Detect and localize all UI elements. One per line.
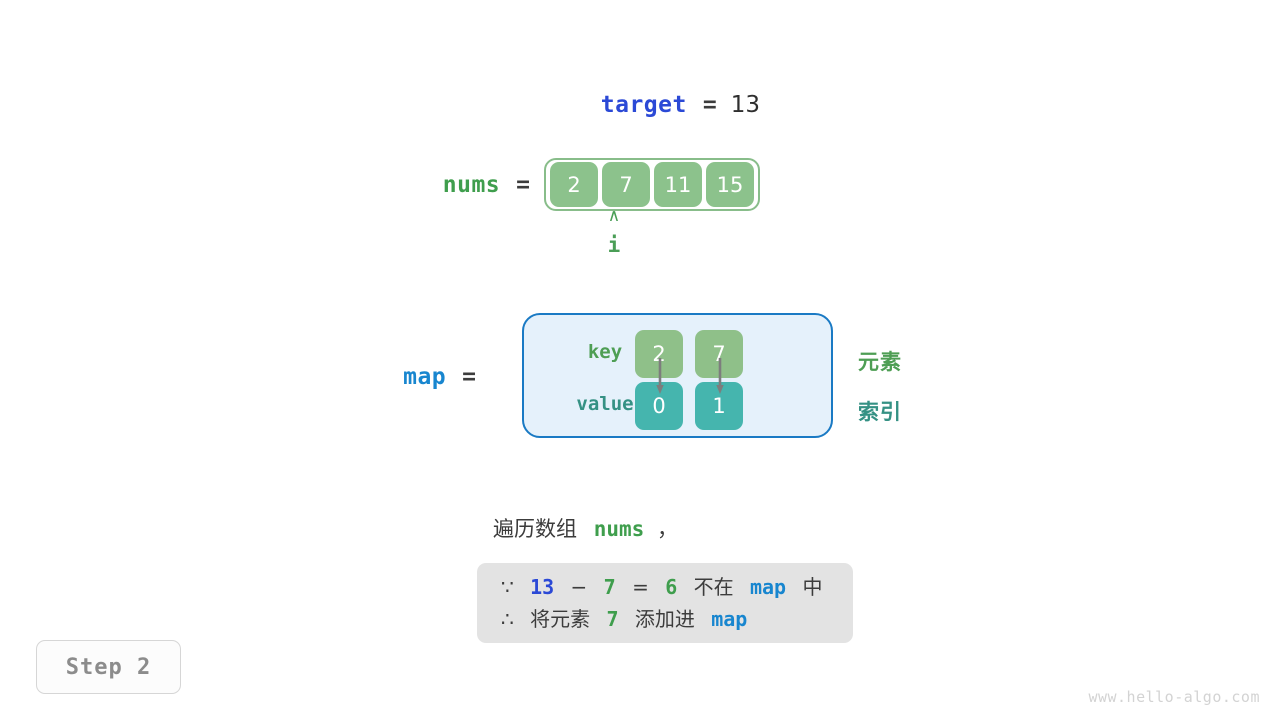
map-side-labels: 元素 索引 — [858, 337, 902, 437]
nums-equals-sign: = — [516, 171, 530, 198]
because-symbol-icon: ∵ — [501, 574, 514, 599]
map-variable-label: map — [403, 364, 447, 390]
nums-cell: 2 — [550, 162, 598, 207]
target-equals-sign: = — [702, 92, 717, 118]
map-label-row: map = — [330, 364, 490, 390]
reason-box: ∵ 13 − 7 = 6 不在 map 中 ∴ 将元素 7 添加进 map — [477, 563, 853, 643]
map-entry-column: 7 1 — [695, 330, 743, 430]
target-variable-label: target — [600, 92, 687, 118]
step-badge-label: Step 2 — [65, 654, 152, 680]
map-key-cell: 7 — [695, 330, 743, 378]
caret-up-icon: ∧ — [607, 206, 621, 226]
nums-cell: 7 — [602, 162, 650, 207]
reason2-text-start: 将元素 — [530, 606, 591, 631]
reason2-num: 7 — [606, 606, 619, 631]
caption-text: 遍历数组 nums ， — [493, 513, 678, 543]
index-pointer: ∧ i — [591, 206, 637, 257]
nums-row: nums = 2 7 11 15 — [0, 158, 760, 211]
reason-operand-b: 7 — [603, 574, 616, 599]
nums-variable-label: nums — [442, 171, 501, 198]
caption-prefix: 遍历数组 — [493, 517, 577, 541]
watermark: www.hello-algo.com — [1088, 688, 1260, 706]
map-value-cell: 0 — [635, 382, 683, 430]
reason-text-mid: 不在 — [693, 574, 734, 599]
caption-code: nums — [593, 517, 645, 541]
caption-suffix: ， — [656, 517, 678, 541]
reason-equals-sign: = — [632, 574, 649, 599]
reason-minus-sign: − — [570, 574, 588, 599]
map-equals-sign: = — [462, 364, 476, 390]
reason-text-end: 中 — [802, 574, 823, 599]
nums-cell: 11 — [654, 162, 702, 207]
map-value-cell: 1 — [695, 382, 743, 430]
map-entry-column: 2 0 — [635, 330, 683, 430]
nums-cell: 15 — [706, 162, 754, 207]
reason-code-map: map — [749, 574, 787, 599]
reason-line-1: ∵ 13 − 7 = 6 不在 map 中 — [501, 574, 829, 601]
reason2-text-mid: 添加进 — [634, 606, 695, 631]
side-label-element: 元素 — [858, 350, 902, 374]
side-label-index: 索引 — [858, 400, 902, 424]
map-value-row-label: value — [576, 393, 634, 415]
target-row: target = 13 — [0, 92, 760, 118]
map-key-row-label: key — [587, 341, 623, 363]
hash-map-container: key value 2 0 7 1 — [522, 313, 833, 438]
nums-array-container: 2 7 11 15 — [544, 158, 760, 211]
reason-result: 6 — [665, 574, 678, 599]
therefore-symbol-icon: ∴ — [501, 606, 514, 631]
pointer-variable-label: i — [607, 233, 621, 257]
step-badge: Step 2 — [36, 640, 181, 694]
reason-operand-a: 13 — [530, 574, 555, 599]
map-key-cell: 2 — [635, 330, 683, 378]
target-value: 13 — [730, 92, 760, 118]
reason2-code-map: map — [711, 606, 748, 631]
reason-line-2: ∴ 将元素 7 添加进 map — [501, 606, 829, 633]
